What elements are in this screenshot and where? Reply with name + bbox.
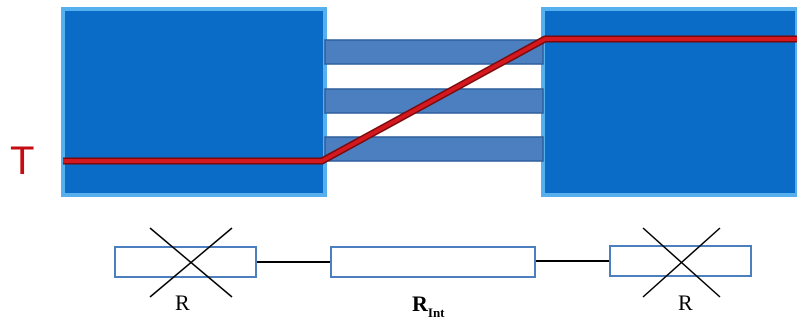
resistor-mid-subscript: Int [428, 305, 445, 320]
resistor-left [114, 246, 257, 278]
resistor-left-label: R [175, 290, 190, 315]
left-label: T [10, 139, 34, 183]
resistor-right-label: R [678, 290, 693, 315]
cross-left-icon [149, 227, 233, 298]
resistor-mid-main: R [412, 291, 429, 316]
resistor-mid-label: RInt [412, 291, 445, 320]
trace-path [63, 35, 797, 165]
resistor-chain: R RInt R [114, 227, 752, 320]
resistor-middle [330, 246, 536, 278]
left-block [61, 7, 327, 197]
resistor-right [609, 245, 752, 277]
cross-right-icon [642, 227, 721, 298]
